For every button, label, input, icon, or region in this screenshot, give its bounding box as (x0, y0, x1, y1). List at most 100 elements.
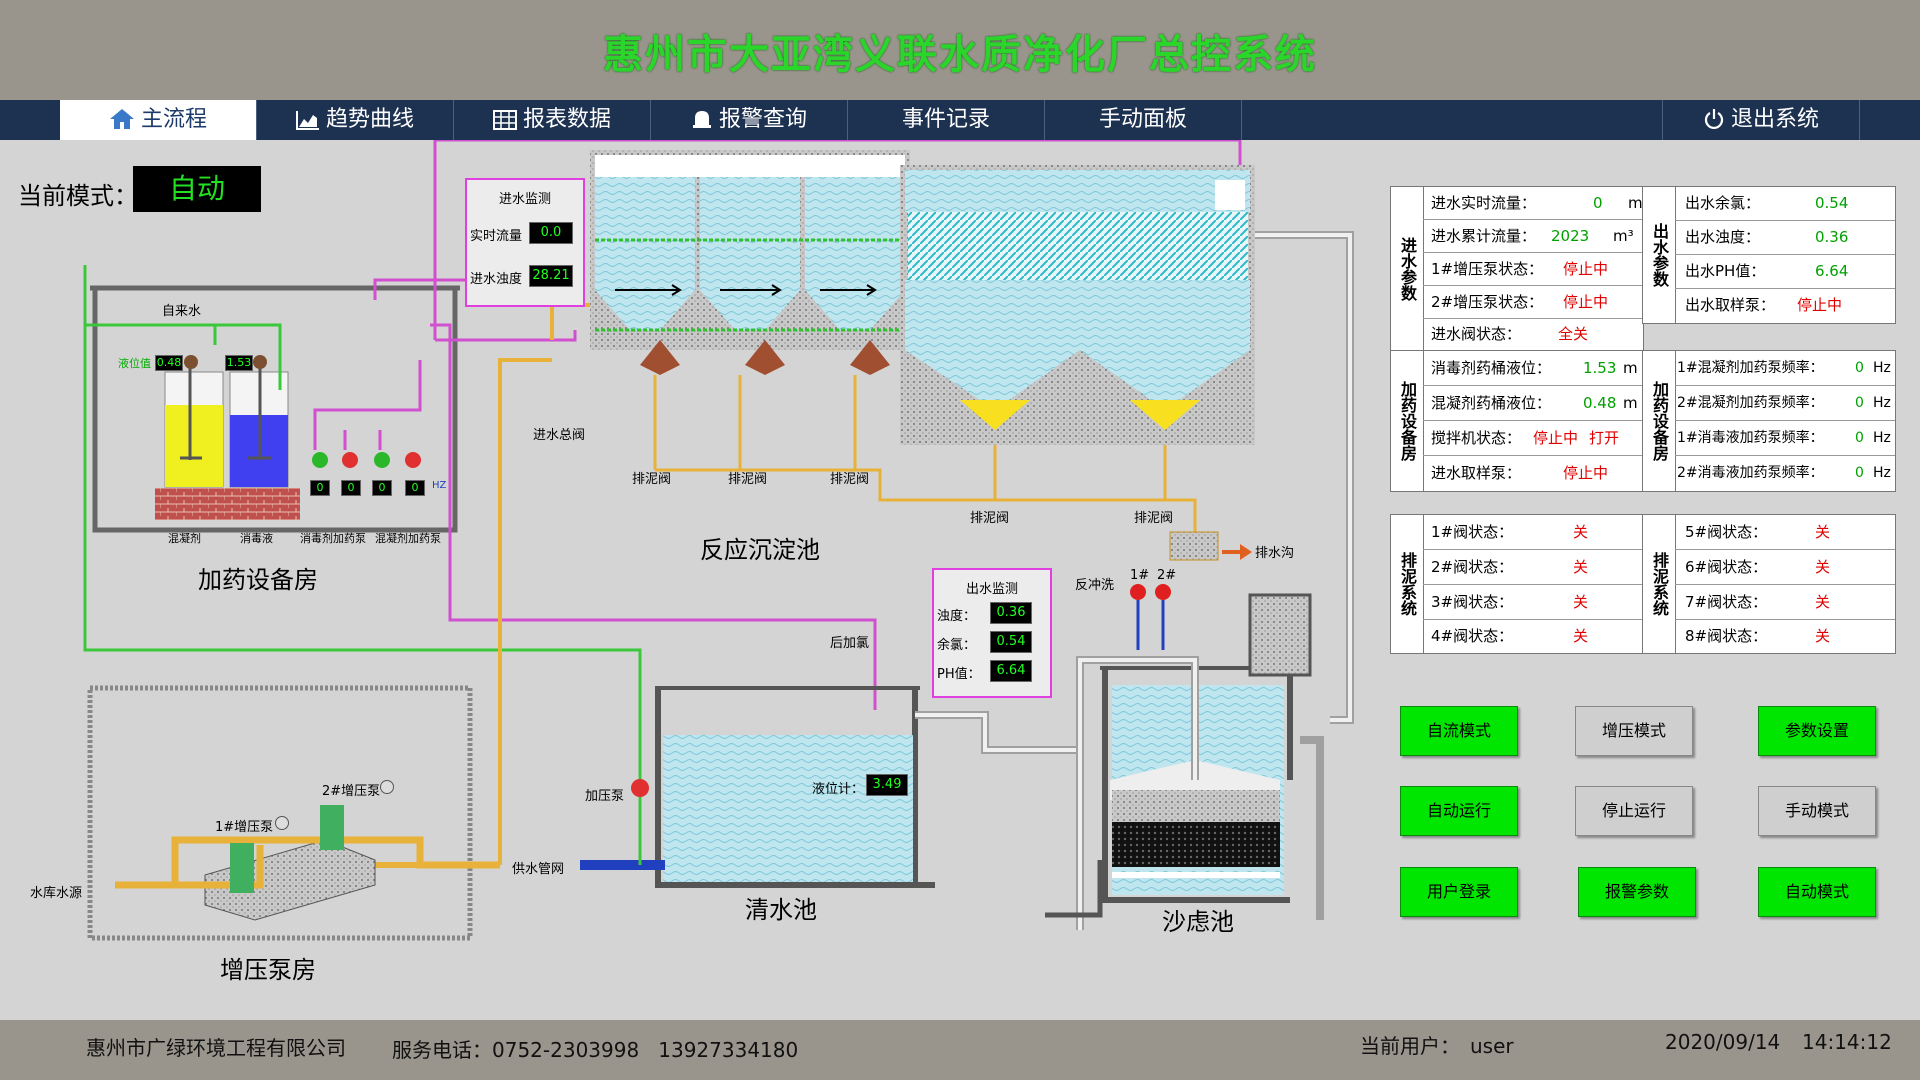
post-chlorination-label: 后加氯 (830, 636, 870, 651)
booster-pump-2-label: 2#增压泵 (322, 784, 381, 799)
valve-5-row: 5#阀状态： 关 (1675, 515, 1895, 550)
pump-freq-readout-3: 0 (372, 480, 392, 496)
dosing-params-title: 加药设备房 (1398, 381, 1417, 461)
outlet-params-title: 出水参数 (1650, 223, 1669, 287)
inlet-monitor-title: 进水监测 (499, 192, 552, 207)
drain-ditch-label: 排水沟 (1255, 546, 1295, 561)
outlet-params-table: 出水参数 出水余氯： 0.54 出水浊度： 0.36 出水PH值： 6.64 出… (1642, 186, 1896, 324)
inlet-flow-label: 实时流量 (470, 229, 523, 244)
inlet-params-title: 进水参数 (1391, 187, 1424, 351)
exit-button[interactable]: 退出系统 (1662, 100, 1860, 140)
booster-pump-2-indicator (380, 780, 394, 794)
company-name: 惠州市广绿环境工程有限公司 (86, 1036, 346, 1060)
power-icon (1704, 109, 1724, 130)
current-date: 2020/09/14 (1665, 1030, 1781, 1054)
backwash-pump-1-label: 1# (1130, 568, 1150, 583)
disinfectant-pump1-freq-row: 1#消毒液加药泵频率： 0 Hz (1675, 421, 1895, 456)
backwash-pump-2-label: 2# (1157, 568, 1177, 583)
tab-main-flow[interactable]: 主流程 (60, 100, 257, 140)
pump-room-title: 增压泵房 (220, 956, 316, 984)
gravity-mode-button[interactable]: 自流模式 (1400, 706, 1518, 756)
inlet-valve-row: 进水阀状态： 全关 (1431, 325, 1589, 343)
sludge-valves-table-2: 排泥系统 5#阀状态： 关 6#阀状态： 关 7#阀状态： 关 8#阀状态： 关 (1642, 514, 1896, 654)
bell-icon (692, 111, 711, 128)
coagulant-level-readout: 0.48 (155, 355, 183, 371)
pump1-status-row: 1#增压泵状态： 停止中 (1423, 253, 1643, 286)
booster-pump-1-indicator (275, 816, 289, 830)
coagulant-pump1-freq-row: 1#混凝剂加药泵频率： 0 Hz (1675, 351, 1895, 386)
coagulant-level-row: 混凝剂药桶液位： 0.48 m (1423, 386, 1643, 421)
disinfectant-level-row: 消毒剂药桶液位： 1.53 m (1423, 351, 1643, 386)
outlet-turbidity-readout: 0.36 (990, 602, 1032, 624)
outlet-turbidity-label: 浊度： (937, 609, 977, 624)
clear-water-pool (655, 686, 935, 888)
tab-events[interactable]: 事件记录 (848, 100, 1045, 140)
dosing-params-table: 加药设备房 消毒剂药桶液位： 1.53 m 混凝剂药桶液位： 0.48 m 搅拌… (1390, 350, 1644, 492)
header: 惠州市大亚湾义联水质净化厂总控系统 (0, 0, 1920, 100)
coagulant-tank-label: 混凝剂 (168, 532, 201, 545)
nav-bar: 主流程 趋势曲线 报表数据 报警查询 事件记录 手动面板 退出系统 (0, 100, 1920, 140)
footer: 惠州市广绿环境工程有限公司 服务电话：0752-2303998 13927334… (0, 1020, 1920, 1080)
outlet-chlorine-readout: 0.54 (990, 631, 1032, 653)
supply-network-label: 供水管网 (512, 862, 565, 877)
disinfectant-pump2-freq-row: 2#消毒液加药泵频率： 0 Hz (1677, 465, 1891, 481)
sludge-system-title-1: 排泥系统 (1398, 552, 1417, 616)
mode-label: 当前模式： (18, 182, 138, 210)
sludge-valve-label-3: 排泥阀 (830, 472, 870, 487)
sludge-valve-label-2: 排泥阀 (728, 472, 768, 487)
auto-mode-button[interactable]: 自动模式 (1758, 867, 1876, 917)
page-title: 惠州市大亚湾义联水质净化厂总控系统 (603, 32, 1317, 78)
current-user: user (1470, 1034, 1514, 1058)
auto-run-button[interactable]: 自动运行 (1400, 786, 1518, 836)
outlet-chlorine-row: 出水余氯： 0.54 (1675, 187, 1895, 221)
dosing-pumps (312, 452, 421, 468)
inlet-main-valve-label: 进水总阀 (533, 428, 586, 443)
outlet-monitor-title: 出水监测 (966, 582, 1019, 597)
inlet-turbidity-label: 进水浊度 (470, 272, 523, 287)
inlet-flow-readout: 0.0 (529, 222, 573, 244)
inlet-flow-row: 进水实时流量： 0 m³/h (1423, 187, 1643, 220)
level-value-label: 液位值 (118, 357, 151, 370)
process-diagram (83, 140, 1354, 941)
booster-pump-1-label: 1#增压泵 (215, 820, 274, 835)
tab-trend[interactable]: 趋势曲线 (257, 100, 454, 140)
reaction-tank-title: 反应沉淀池 (700, 536, 820, 564)
sand-filter-title: 沙虑池 (1162, 908, 1234, 936)
boost-pump-label: 加压泵 (585, 789, 625, 804)
dosing-room (83, 265, 642, 700)
sludge-valve-label-4: 排泥阀 (970, 511, 1010, 526)
disinfectant-level-readout: 1.53 (225, 355, 253, 371)
outlet-ph-label: PH值： (937, 667, 981, 682)
outlet-sampling-pump-row: 出水取样泵： 停止中 (1685, 296, 1843, 314)
service-phone: 服务电话：0752-2303998 13927334180 (392, 1038, 799, 1062)
pump-freq-readout-1: 0 (310, 480, 330, 496)
stop-run-button[interactable]: 停止运行 (1575, 786, 1693, 836)
level-meter-label: 液位计： (812, 782, 865, 797)
outlet-monitor: 出水监测 浊度： 0.36 余氯： 0.54 PH值： 6.64 (932, 568, 1052, 698)
tap-water-label: 自来水 (162, 304, 202, 319)
valve-2-row: 2#阀状态： 关 (1423, 550, 1643, 585)
user-login-button[interactable]: 用户登录 (1400, 867, 1518, 917)
valve-1-row: 1#阀状态： 关 (1423, 515, 1643, 550)
valve-8-row: 8#阀状态： 关 (1685, 627, 1831, 645)
boost-mode-button[interactable]: 增压模式 (1575, 706, 1693, 756)
param-settings-button[interactable]: 参数设置 (1758, 706, 1876, 756)
dosing-freq-title: 加药设备房 (1650, 381, 1669, 461)
sludge-system-title-2: 排泥系统 (1650, 552, 1669, 616)
alarm-params-button[interactable]: 报警参数 (1578, 867, 1696, 917)
chart-icon (295, 111, 319, 130)
valve-4-row: 4#阀状态： 关 (1431, 627, 1589, 645)
inlet-total-row: 进水累计流量： 2023 m³ (1423, 220, 1643, 253)
current-time: 14:14:12 (1802, 1030, 1892, 1054)
tab-report[interactable]: 报表数据 (454, 100, 651, 140)
current-user-label: 当前用户： (1360, 1034, 1460, 1058)
tab-alarm[interactable]: 报警查询 (651, 100, 848, 140)
outlet-turbidity-row: 出水浊度： 0.36 (1675, 221, 1895, 255)
mode-value: 自动 (133, 166, 261, 212)
manual-mode-button[interactable]: 手动模式 (1758, 786, 1876, 836)
tab-manual-panel[interactable]: 手动面板 (1045, 100, 1242, 140)
inlet-monitor: 进水监测 实时流量 0.0 进水浊度 28.21 (465, 178, 585, 307)
sand-filter (1100, 584, 1312, 903)
disinfectant-tank-label: 消毒液 (240, 532, 273, 545)
sludge-valves-table-1: 排泥系统 1#阀状态： 关 2#阀状态： 关 3#阀状态： 关 4#阀状态： 关 (1390, 514, 1644, 654)
